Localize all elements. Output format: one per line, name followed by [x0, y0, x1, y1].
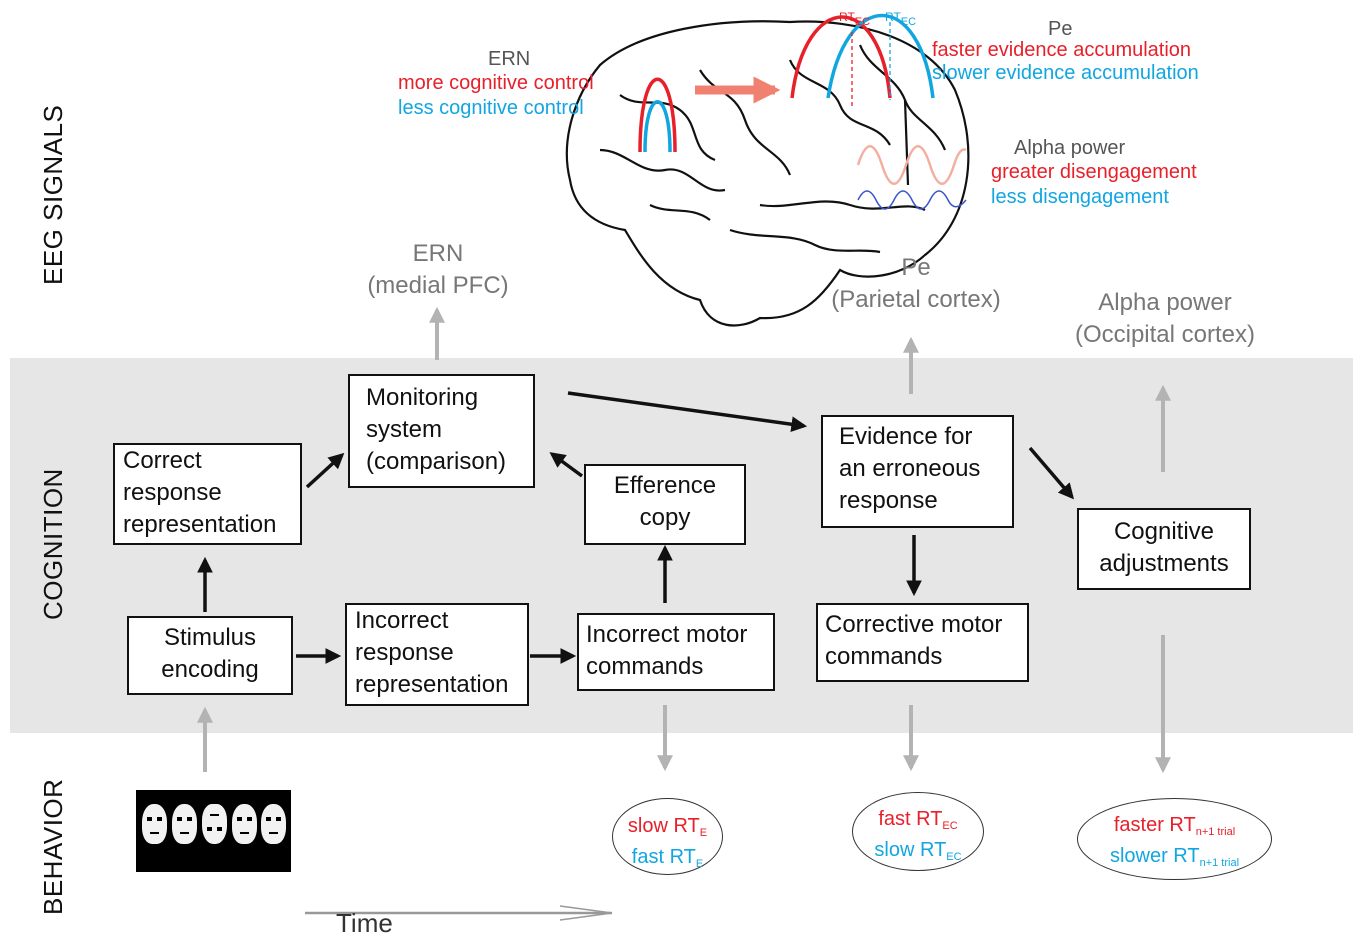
- box-line: an erroneous: [839, 455, 981, 482]
- box-stimulus-encoding: Stimulus encoding: [127, 616, 293, 695]
- box-line: response: [123, 479, 222, 506]
- oval-line-blue: slow RTEC: [874, 839, 962, 863]
- alpha-annotation-title: Alpha power: [1014, 137, 1126, 159]
- ern-annotation-red: more cognitive control: [398, 72, 594, 94]
- pe-annotation-title: Pe: [1048, 18, 1073, 40]
- face-icon: [142, 804, 167, 844]
- oval-line-red: fast RTEC: [878, 808, 958, 832]
- box-incorrect-motor-commands: Incorrect motor commands: [577, 613, 775, 691]
- box-line: Evidence for: [839, 423, 973, 450]
- box-line: Efference: [613, 472, 717, 499]
- box-line: encoding: [161, 656, 259, 683]
- box-line: adjustments: [1099, 550, 1229, 577]
- oval-line-blue: fast RTE: [631, 846, 704, 870]
- face-icon: [232, 804, 257, 844]
- box-cognitive-adjustments: Cognitive adjustments: [1077, 508, 1251, 590]
- time-axis-label: Time: [336, 908, 393, 938]
- signal-ern-name: ERN: [412, 240, 464, 267]
- signal-label-ern: ERN (medial PFC): [355, 238, 521, 302]
- alpha-annotation-red: greater disengagement: [991, 161, 1197, 183]
- signal-pe-name: Pe: [901, 254, 931, 281]
- box-line: system: [366, 416, 443, 443]
- pe-annotation-blue: slower evidence accumulation: [932, 62, 1199, 84]
- brain-illustration: [565, 20, 970, 327]
- box-monitoring-system: Monitoring system (comparison): [348, 374, 535, 488]
- box-corrective-motor-commands: Corrective motor commands: [816, 603, 1029, 682]
- oval-line-red: slow RTE: [627, 815, 708, 839]
- box-incorrect-response: Incorrect response representation: [345, 603, 529, 706]
- box-line: Corrective motor: [825, 611, 1003, 638]
- box-line: Incorrect motor: [586, 621, 748, 648]
- signal-pe-source: (Parietal cortex): [831, 286, 1001, 313]
- box-efference-copy: Efference copy: [584, 464, 746, 545]
- box-line: commands: [825, 643, 943, 670]
- box-line: Stimulus: [163, 624, 257, 651]
- behavior-oval-error-rt: slow RTE fast RTE: [612, 798, 723, 875]
- oval-line-red: faster RTn+1 trial: [1113, 814, 1236, 838]
- ern-annotation-blue: less cognitive control: [398, 97, 584, 119]
- signal-alpha-name: Alpha power: [1098, 289, 1232, 316]
- signal-label-alpha: Alpha power (Occipital cortex): [1060, 287, 1270, 351]
- box-line: Cognitive: [1113, 518, 1215, 545]
- box-line: Incorrect: [355, 607, 449, 634]
- box-line: commands: [586, 653, 704, 680]
- behavior-oval-correction-rt: fast RTEC slow RTEC: [852, 792, 984, 871]
- box-line: representation: [123, 511, 277, 538]
- signal-alpha-source: (Occipital cortex): [1074, 321, 1256, 348]
- oval-line-blue: slower RTn+1 trial: [1109, 845, 1240, 869]
- rt-marker-red: RTEC: [839, 10, 871, 28]
- box-correct-response: Correct response representation: [113, 443, 302, 545]
- box-line: representation: [355, 671, 509, 698]
- behavior-oval-next-trial-rt: faster RTn+1 trial slower RTn+1 trial: [1077, 798, 1272, 880]
- box-line: response: [839, 487, 938, 514]
- box-line: response: [355, 639, 454, 666]
- box-evidence-erroneous-response: Evidence for an erroneous response: [821, 415, 1014, 528]
- rt-marker-blue: RTEC: [885, 10, 917, 28]
- box-line: Monitoring: [366, 384, 479, 411]
- face-icon: [261, 804, 286, 844]
- signal-ern-source: (medial PFC): [367, 272, 509, 299]
- box-line: (comparison): [366, 448, 507, 475]
- signal-label-pe: Pe (Parietal cortex): [818, 252, 1014, 316]
- box-line: Correct: [123, 447, 202, 474]
- pe-annotation-red: faster evidence accumulation: [932, 39, 1192, 61]
- face-icon: [172, 804, 197, 844]
- ern-annotation-title: ERN: [488, 48, 531, 70]
- box-line: copy: [639, 504, 691, 531]
- stimulus-faces-image: [136, 790, 291, 872]
- alpha-annotation-blue: less disengagement: [991, 186, 1169, 208]
- inverted-face-icon: [202, 804, 227, 844]
